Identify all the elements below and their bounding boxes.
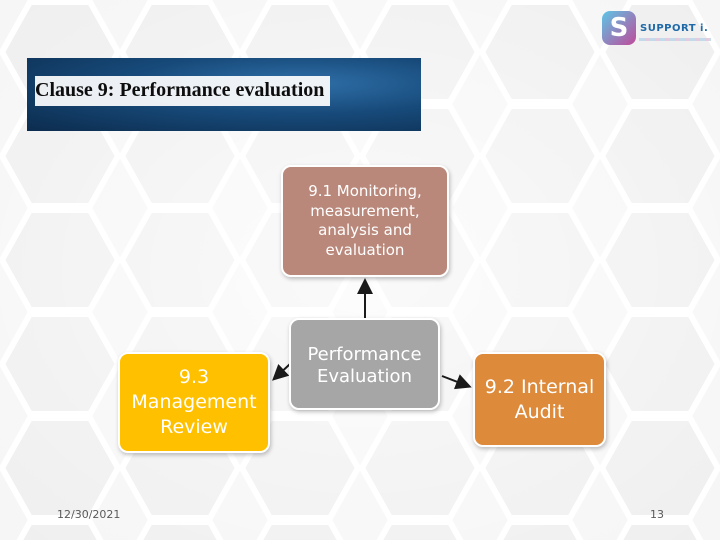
- node-internal-audit: 9.2 Internal Audit: [473, 352, 606, 447]
- arrow-to-management-review: [272, 363, 291, 381]
- slide-title: Clause 9: Performance evaluation: [35, 75, 331, 106]
- support-i-logo: S SUPPORT i.: [602, 10, 712, 46]
- footer-date: 12/30/2021: [57, 508, 121, 521]
- title-bar: Clause 9: Performance evaluation: [27, 58, 421, 131]
- node-monitoring: 9.1 Monitoring, measurement, analysis an…: [281, 165, 449, 277]
- node-performance-evaluation: Performance Evaluation: [289, 318, 440, 410]
- page-number: 13: [650, 508, 664, 521]
- node-management-review: 9.3 Management Review: [118, 352, 270, 453]
- logo-text: SUPPORT i.: [640, 22, 709, 34]
- logo-underline: [639, 38, 711, 41]
- arrow-to-internal-audit: [441, 374, 472, 390]
- logo-mark: S: [602, 11, 636, 45]
